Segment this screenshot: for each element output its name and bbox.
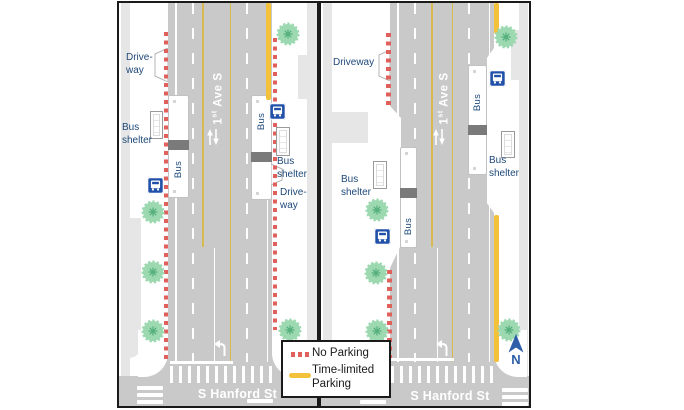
bus-zone [251,95,272,200]
turn-lane-line [436,248,438,362]
north-arrow-icon [508,334,524,353]
stop-bar [170,361,233,364]
bus-stop-sign-icon [269,103,286,120]
crosswalk-bar [137,393,163,397]
center-line [431,3,433,247]
two-way-arrow-icon [433,129,445,145]
time-limited-marking [493,3,499,34]
turn-arrow-icon [436,340,448,356]
crosswalk-bar [137,400,163,404]
bus-zone-band [168,140,189,150]
bus-zone-band [400,188,417,198]
tree-icon [494,25,518,49]
cross-street-label: S Hanford St [197,387,278,401]
bus-shelter-icon [276,127,290,156]
compass-label: N [511,352,521,367]
tree-icon [276,22,300,46]
bus-zone [468,65,487,175]
crosswalk-bar [360,400,386,404]
parcel [121,218,141,358]
turn-arrow-icon [214,340,226,356]
legend: No Parking Time-limited Parking [281,340,391,398]
crosswalk-bar [502,402,528,406]
tree-icon [141,319,165,343]
no-parking-marking [163,32,168,362]
panel-frame-after [319,1,531,408]
crosswalk [170,366,272,383]
tree-icon [364,261,388,285]
road-1st-ave [168,3,272,406]
turn-lane-line [213,248,215,362]
crosswalk-bar [247,399,273,403]
no-parking-marking [272,38,277,330]
panel-frame-before [117,1,319,408]
no-parking-swatch-icon [291,352,310,357]
tree-icon [141,200,165,224]
bus-shelter-icon [373,161,387,189]
legend-time-limited-label: Time-limited Parking [312,364,375,390]
lane-line-dashed [245,3,248,362]
driveway-label: Driveway [333,57,375,68]
tree-icon [141,260,165,284]
parcel [323,112,368,143]
driveway-label: Drive-way [280,187,307,211]
bus-shelter-icon [501,131,515,158]
bus-shelter-icon [150,111,163,139]
no-parking-marking [387,270,392,358]
time-limited-swatch-icon [289,373,311,378]
lane-line-dashed [467,3,470,362]
crosswalk [391,366,493,383]
crosswalk-bar [502,388,528,392]
time-limited-marking [493,215,499,362]
tree-icon [497,318,521,342]
driveway-label: Drive-way [126,52,153,76]
center-line [229,3,231,362]
parcel [121,3,130,406]
parcel [307,3,317,406]
curb-bulb [487,48,494,213]
parcel [323,3,332,406]
crosswalk-bar [502,395,528,399]
compass: N [504,334,528,374]
parcel [519,3,528,406]
tree-icon [365,198,389,222]
center-line [202,3,204,247]
curb-bulb [390,106,401,268]
time-limited-marking [265,3,271,100]
parcel [298,55,317,99]
no-parking-marking [386,33,391,108]
bus-zone-band [251,152,272,162]
tree-icon [365,319,389,343]
bus-stop-sign-icon [374,228,391,245]
crosswalk-bar [137,386,163,390]
cross-street-label: S Hanford St [410,389,490,403]
two-way-arrow-icon [207,129,219,145]
lane-line-dashed [191,3,194,362]
bus-stop-sign-icon [147,177,164,194]
center-line [451,3,453,362]
bus-stop-sign-icon [489,70,506,87]
tree-icon [278,318,302,342]
legend-no-parking-label: No Parking [312,347,369,359]
stop-bar [390,358,454,361]
bus-zone-band [468,125,487,135]
